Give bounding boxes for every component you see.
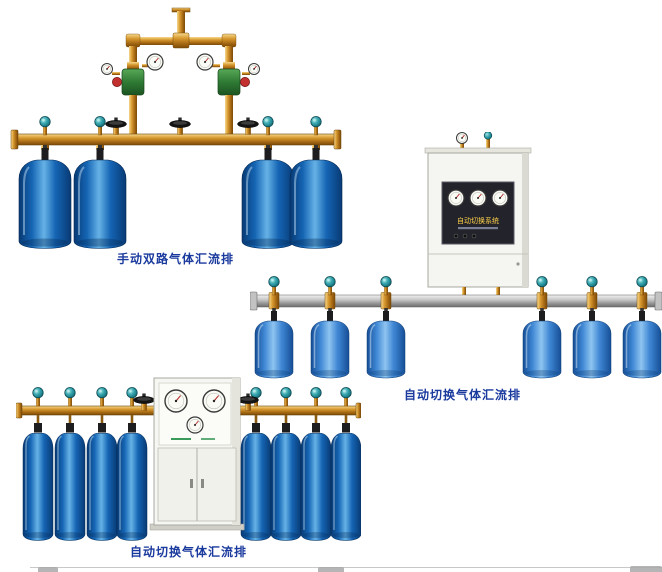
crop-thumbnail-edge [630, 566, 662, 572]
gas-cylinder [18, 144, 72, 250]
pressure-gauge [101, 63, 113, 75]
cylinder-valve-knob [280, 387, 292, 407]
cabinet-gauge [186, 416, 204, 434]
cabinet-lock [516, 262, 520, 266]
gas-cylinder [522, 307, 562, 379]
gas-cylinder [300, 414, 332, 542]
panel-indicator [471, 233, 477, 239]
panel-gauge [469, 189, 487, 207]
gas-cylinder [54, 414, 86, 542]
panel-indicator [462, 233, 468, 239]
cylinder-valve-knob [324, 276, 336, 296]
cylinder-valve-knob [39, 116, 51, 136]
gas-cylinder [330, 414, 361, 542]
manual-dual-manifold-illustration [10, 7, 343, 250]
auto-switch-manifold-illustration: 自动切换系统 [250, 132, 662, 379]
gas-cylinder [622, 307, 662, 379]
gas-cylinder [254, 307, 294, 379]
gas-cylinder [572, 307, 612, 379]
cylinder-valve-knob [96, 387, 108, 407]
auto-switch-manifold-figure[interactable]: 自动切换系统 [250, 132, 662, 380]
cylinder-valve-knob [536, 276, 548, 296]
control-cabinet [149, 377, 245, 531]
auto-switch-cabinet-manifold-figure[interactable] [16, 376, 361, 548]
panel-title: 自动切换系统 [457, 216, 499, 225]
cabinet-top-valve [483, 132, 493, 140]
regulator-knob [240, 77, 250, 87]
cylinder-valve-knob [636, 276, 648, 296]
manual-dual-manifold-figure[interactable] [8, 6, 343, 260]
gas-cylinder [86, 414, 118, 542]
gas-cylinder [240, 414, 272, 542]
caption-auto-switch-bottom: 自动切换气体汇流排 [129, 545, 247, 559]
cylinder-valve-knob [32, 387, 44, 407]
gas-cylinder [22, 414, 54, 542]
top-cross-pipe [125, 32, 237, 72]
cylinder-valve-knob [380, 276, 392, 296]
outlet-pipe [171, 7, 191, 38]
gas-cylinder [366, 307, 406, 379]
door-handle [190, 479, 193, 488]
shutoff-valve-handwheel [169, 117, 191, 135]
gas-cylinder [310, 307, 350, 379]
cabinet-label-line [201, 438, 215, 440]
pressure-regulator-right [196, 53, 260, 134]
pressure-gauge [146, 53, 164, 71]
cabinet-top-gauge [456, 132, 468, 144]
panel-indicator [453, 233, 459, 239]
cabinet-gauge [202, 389, 226, 413]
cylinder-valve-knob [268, 276, 280, 296]
caption-auto-switch-right: 自动切换气体汇流排 [404, 388, 522, 402]
cylinder-valve-knob [586, 276, 598, 296]
crop-line [30, 567, 662, 568]
gas-cylinder [270, 414, 302, 542]
cabinet-gauge [164, 389, 188, 413]
panel-subtitle-line [458, 227, 498, 230]
door-handle [201, 479, 204, 488]
shutoff-valve-handwheel [105, 117, 127, 135]
cabinet-control-panel: 自动切换系统 [441, 181, 515, 245]
cabinet-label-line [171, 438, 191, 440]
panel-gauge [447, 189, 465, 207]
cylinder-valve-knob [94, 116, 106, 136]
regulator-knob [112, 77, 122, 87]
gas-cylinder [116, 414, 148, 542]
auto-switch-cabinet-manifold-illustration [16, 377, 361, 542]
panel-gauge [491, 189, 509, 207]
pressure-gauge [248, 63, 260, 75]
crop-thumbnail-edge [318, 567, 344, 572]
collection-pipe [250, 291, 662, 311]
caption-manual-dual-manifold: 手动双路气体汇流排 [116, 252, 234, 266]
cylinder-valve-knob [126, 387, 138, 407]
gas-cylinder [73, 144, 127, 250]
crop-thumbnail-edge [38, 567, 58, 572]
cylinder-valve-knob [310, 387, 322, 407]
pressure-regulator-left [101, 53, 164, 134]
control-cabinet: 自动切换系统 [424, 132, 532, 296]
cylinder-valve-knob [340, 387, 352, 407]
pressure-gauge [196, 53, 214, 71]
cylinder-valve-knob [64, 387, 76, 407]
